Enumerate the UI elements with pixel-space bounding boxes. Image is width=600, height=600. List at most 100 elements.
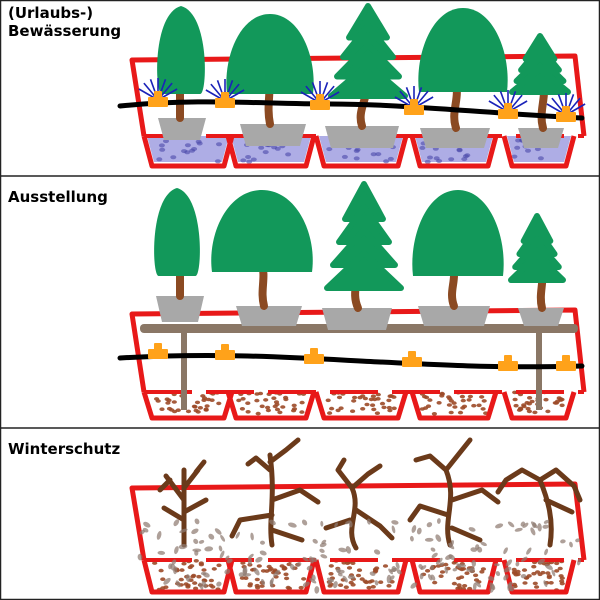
gravel-pebble bbox=[352, 395, 358, 400]
gravel-pebble bbox=[448, 399, 454, 403]
gravel-pebble bbox=[175, 408, 181, 413]
panel-display bbox=[117, 181, 587, 421]
frame-cell bbox=[141, 559, 235, 595]
mulch-chip bbox=[520, 556, 528, 562]
mulch-chip bbox=[503, 547, 508, 555]
rail-posts bbox=[181, 330, 542, 410]
panel-title-display: Ausstellung bbox=[8, 188, 108, 206]
gravel-pebble bbox=[350, 583, 356, 587]
gravel-pebble bbox=[370, 585, 376, 589]
gravel-pebble bbox=[522, 581, 528, 585]
mulch-chip bbox=[242, 568, 247, 577]
gravel-pebble bbox=[387, 408, 393, 413]
dripper-icon bbox=[148, 91, 168, 107]
mulch-chip bbox=[319, 548, 325, 553]
gravel-pebble bbox=[461, 404, 468, 409]
mulch-chip bbox=[551, 569, 556, 577]
mulch-chip bbox=[530, 527, 536, 536]
mulch-chip bbox=[185, 574, 191, 583]
pot-icon bbox=[518, 308, 564, 326]
gravel-pebble bbox=[338, 406, 344, 411]
water-pebble bbox=[184, 143, 191, 148]
gravel-pebble bbox=[254, 392, 260, 396]
mulch-chip bbox=[309, 578, 317, 584]
water-pebble bbox=[262, 150, 269, 155]
mulch-chip bbox=[373, 549, 381, 555]
dripper-icon bbox=[402, 351, 422, 367]
gravel-pebble bbox=[286, 586, 292, 591]
tree-icon bbox=[508, 213, 566, 283]
gravel-pebble bbox=[190, 574, 196, 579]
gravel-pebble bbox=[200, 394, 206, 398]
hose-icon bbox=[117, 99, 585, 121]
mulch-chip bbox=[201, 580, 207, 589]
mulch-chip bbox=[431, 552, 438, 559]
gravel-pebble bbox=[378, 580, 384, 584]
mulch-chip bbox=[391, 566, 397, 572]
gravel-pebble bbox=[259, 404, 265, 409]
mulch-chip bbox=[495, 523, 504, 529]
gravel-pebble bbox=[291, 408, 297, 413]
water-pebble bbox=[216, 142, 222, 147]
gravel-pebble bbox=[357, 395, 363, 400]
mulch-chip bbox=[577, 558, 581, 566]
mulch-chip bbox=[495, 571, 501, 577]
mulch-chip bbox=[391, 520, 399, 525]
mulch-chip bbox=[505, 559, 513, 567]
mulch-chip bbox=[320, 520, 324, 527]
gravel-pebble bbox=[516, 408, 523, 412]
mulch-chip bbox=[321, 539, 327, 545]
gravel-pebble bbox=[443, 562, 449, 567]
gravel-pebble bbox=[193, 559, 199, 563]
mulch-chip bbox=[269, 519, 276, 526]
mulch-chip bbox=[435, 534, 442, 542]
bare-tree-icon bbox=[157, 459, 209, 548]
water-pebble bbox=[258, 145, 265, 150]
tree-icon bbox=[418, 8, 508, 92]
gravel-pebble bbox=[546, 575, 552, 580]
mulch-chip bbox=[179, 528, 188, 533]
mulch-chip bbox=[542, 524, 549, 529]
gravel-pebble bbox=[422, 394, 428, 399]
gravel-pebble bbox=[279, 564, 285, 568]
mulch-chip bbox=[253, 567, 260, 576]
mulch-chip bbox=[342, 575, 348, 583]
gravel-pebble bbox=[204, 404, 210, 408]
mulch-chip bbox=[314, 586, 320, 594]
mulch-chip bbox=[269, 579, 274, 588]
gravel-pebble bbox=[459, 567, 465, 572]
gravel-pebble bbox=[255, 411, 261, 416]
mulch-chip bbox=[537, 558, 546, 565]
gravel-pebble bbox=[240, 561, 246, 565]
dripper-icon bbox=[556, 106, 576, 122]
mulch-chip bbox=[543, 519, 550, 524]
gravel-pebble bbox=[210, 585, 216, 589]
mulch-chip bbox=[301, 519, 308, 526]
gravel-pebble bbox=[239, 576, 245, 580]
gravel-pebble bbox=[513, 403, 519, 408]
gravel-pebble bbox=[369, 579, 375, 583]
mulch-chip bbox=[319, 542, 327, 548]
mulch-chip bbox=[520, 573, 527, 579]
gravel-pebble bbox=[467, 394, 473, 399]
water-pebble bbox=[514, 145, 521, 150]
frame-cell bbox=[409, 135, 499, 169]
gravel-pebble bbox=[158, 568, 164, 573]
gravel-pebble bbox=[527, 396, 533, 400]
gravel-pebble bbox=[165, 401, 171, 405]
mulch-chip bbox=[216, 581, 222, 587]
water-pebble bbox=[464, 153, 471, 158]
gravel-pebble bbox=[438, 574, 444, 578]
gravel-pebble bbox=[362, 396, 368, 401]
frame-cell bbox=[225, 391, 317, 421]
mulch-chip bbox=[312, 538, 318, 544]
mulch-chip bbox=[137, 553, 143, 561]
frame-cell bbox=[313, 391, 409, 421]
gravel-pebble bbox=[263, 398, 269, 402]
gravel-pebble bbox=[265, 405, 271, 410]
bare-tree-icon bbox=[229, 437, 321, 548]
gravel-pebble bbox=[181, 561, 187, 566]
mulch-chip bbox=[156, 531, 162, 540]
gravel-pebble bbox=[555, 399, 561, 404]
mulch-chip bbox=[537, 523, 542, 532]
